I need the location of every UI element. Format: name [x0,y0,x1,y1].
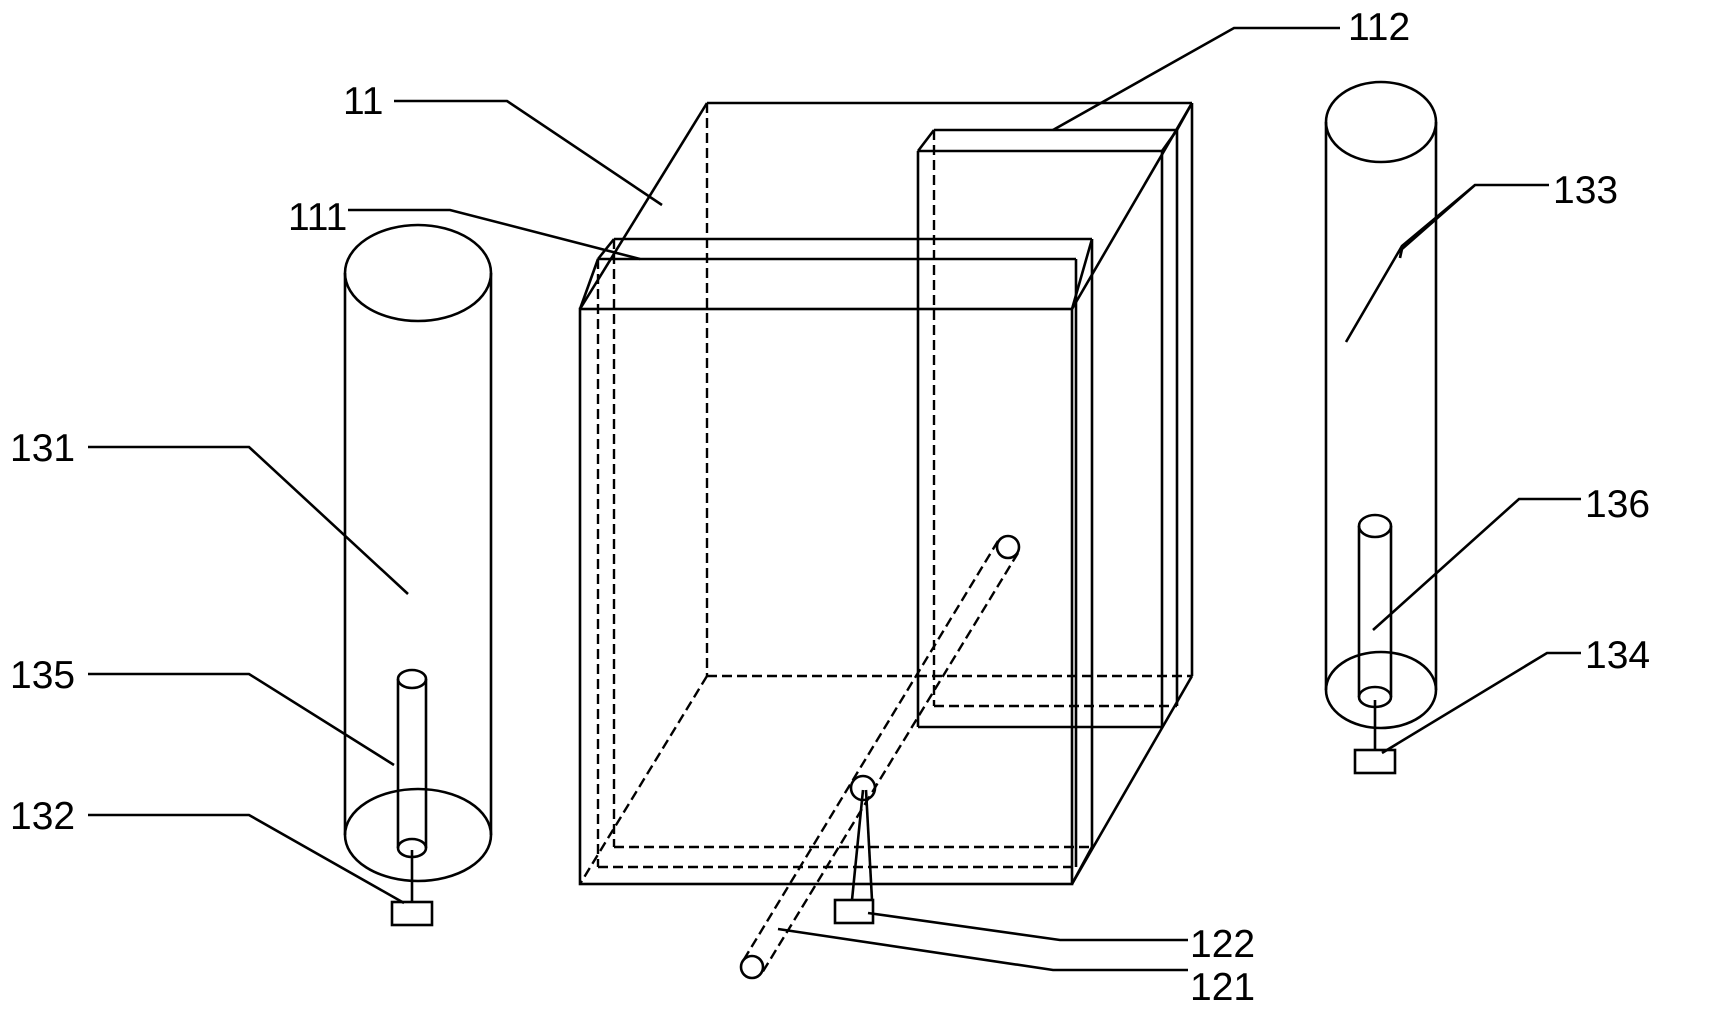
leader-133 [1344,183,1549,343]
reference-labels: 11 111 112 131 135 132 133 136 134 122 1… [10,6,1650,1009]
rear-plate [916,102,1194,729]
leader-lines [88,26,1581,972]
label-left-pump: 132 [10,795,75,838]
label-pipe: 121 [1190,966,1255,1009]
left-pump [390,850,434,927]
label-right-cylinder: 133 [1553,169,1618,212]
label-box: 11 [343,80,384,123]
label-right-pump: 134 [1585,634,1650,677]
right-pump [1353,700,1397,775]
label-pipe-pump: 122 [1190,923,1255,966]
left-cylinder [343,223,493,883]
leader-135 [88,672,395,767]
leader-11 [394,99,663,207]
right-tube [1357,513,1393,709]
pipe [739,534,1021,980]
leader-112 [1052,26,1340,132]
label-right-tube: 136 [1585,483,1650,526]
leader-121 [777,927,1188,972]
leader-131 [88,445,409,595]
right-cylinder [1324,80,1438,730]
leader-136 [1372,497,1581,631]
leader-134 [1381,651,1581,755]
label-left-tube: 135 [10,654,75,697]
front-plate [578,237,1094,885]
pipe-pump [833,789,875,925]
label-front-plate: 111 [288,196,347,239]
label-rear-plate: 112 [1348,6,1410,49]
leader-132 [88,813,405,905]
leader-111 [348,208,641,261]
left-tube [396,668,428,859]
main-box [578,101,1194,886]
leader-122 [867,911,1188,942]
label-left-cylinder: 131 [10,427,75,470]
